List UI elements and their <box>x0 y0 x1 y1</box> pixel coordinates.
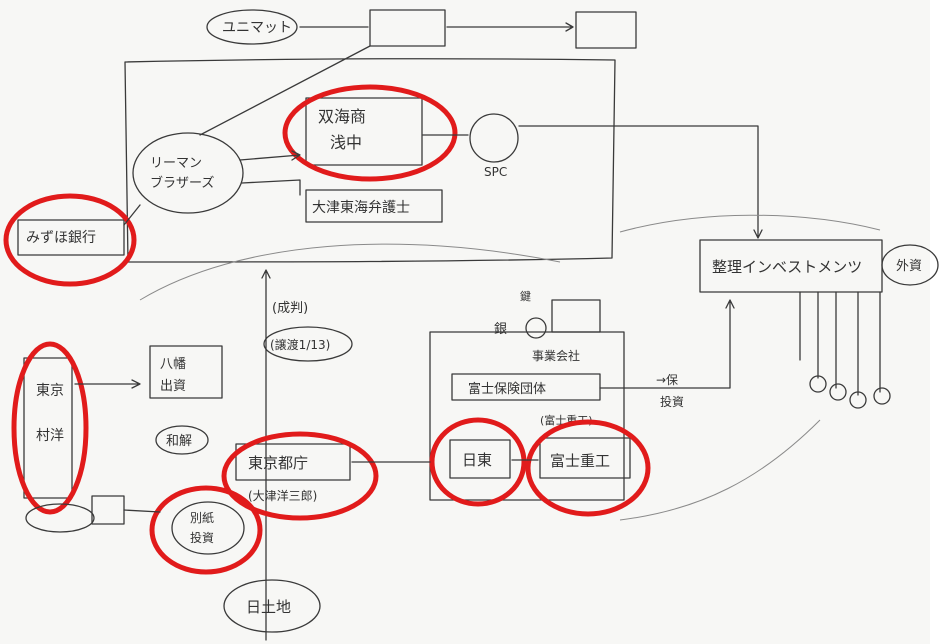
hang-lines <box>799 291 881 396</box>
hibiki-label: 日東 <box>462 451 492 469</box>
arrow-lehman-taiyo <box>241 179 301 196</box>
toho-highlight <box>221 431 379 521</box>
fuji-hoken-box <box>451 373 601 401</box>
daiseki-ellipse <box>171 501 245 555</box>
to-label-2: 投資 <box>660 394 684 409</box>
hang-circle-2 <box>829 383 847 401</box>
arrow-hoken-right <box>599 299 735 389</box>
toho-sub-label: (大津洋三郎) <box>248 488 317 503</box>
nichijo-label: 日土地 <box>246 598 291 616</box>
overseas-ellipse <box>881 244 939 286</box>
faint-curve-1 <box>139 243 561 301</box>
left-vertical-label-2: 村洋 <box>36 428 64 444</box>
fuji-label: 富士重工 <box>550 452 610 470</box>
toho-box <box>235 443 351 481</box>
lehman-label-1: リーマン <box>150 156 202 171</box>
nengou-label: 和解 <box>166 434 192 449</box>
gin-label: 銀 <box>494 322 507 337</box>
small-label: 鍵 <box>520 289 531 303</box>
arrow-left-center <box>74 379 141 389</box>
investment-box <box>699 239 883 293</box>
arrow-top-2 <box>446 22 574 32</box>
fuji-hoken-label: 富士保険団体 <box>468 381 546 397</box>
toho-label: 東京都庁 <box>248 454 308 472</box>
kotobuki-label: ユニマット <box>222 20 292 36</box>
center-small-label-2: 出資 <box>160 379 186 394</box>
top-frame <box>124 58 616 263</box>
daiseki-highlight <box>149 485 263 575</box>
mizuho-box <box>17 219 125 256</box>
mizuho-label: みずほ銀行 <box>26 230 96 246</box>
hibiki-box <box>449 439 511 479</box>
spine-line <box>261 269 271 641</box>
gin-box <box>551 299 601 333</box>
lehman-ellipse <box>132 132 244 214</box>
sojitz-label-1: 双海商 <box>318 107 366 126</box>
hibiki-highlight <box>429 417 527 507</box>
faint-curve-3 <box>619 419 821 521</box>
fuji-box <box>539 437 631 479</box>
sojitz-box <box>305 97 423 166</box>
mizuho-highlight <box>3 193 137 287</box>
top-box-center <box>369 9 446 47</box>
kotobuki-ellipse <box>206 9 298 45</box>
spc-label: SPC <box>484 165 507 179</box>
hang-circle-4 <box>873 387 891 405</box>
kaisha-label: 事業会社 <box>532 348 580 363</box>
hang-circle-1 <box>809 375 827 393</box>
nichijo-ellipse <box>223 579 321 633</box>
arrow-mizuho-lehman <box>123 204 141 226</box>
daiseki-label-1: 別紙 <box>190 510 214 525</box>
sojitz-label-2: 浅中 <box>330 133 362 152</box>
nengou-ellipse <box>155 425 209 455</box>
page-edge <box>930 0 948 644</box>
jouto-label: (譲渡1/13) <box>270 337 330 352</box>
top-box-right <box>575 11 637 49</box>
to-label-1: →保 <box>656 373 678 387</box>
small-bottom-box <box>91 495 125 525</box>
senkyo-label: (成判) <box>272 301 308 316</box>
lehman-label-2: ブラザーズ <box>150 175 214 191</box>
gin-circle <box>525 317 547 339</box>
fuji-highlight <box>525 419 651 517</box>
spc-circle <box>469 113 519 163</box>
jouto-ellipse <box>263 326 353 362</box>
investment-label: 整理インベストメンツ <box>712 258 862 276</box>
hang-circle-3 <box>849 391 867 409</box>
center-small-box <box>149 345 223 399</box>
arrow-spc-right <box>518 125 763 239</box>
arrow-to-top-box <box>199 45 371 136</box>
left-vertical-label-1: 東京 <box>36 383 64 399</box>
overseas-label: 外資 <box>896 259 922 274</box>
arrow-lehman-sojitz <box>239 150 301 161</box>
faint-curve-2 <box>619 214 881 233</box>
daiseki-label-2: 投資 <box>190 530 214 545</box>
taiyo-label: 大津東海弁護士 <box>312 200 410 216</box>
small-bottom-ellipse <box>25 503 95 533</box>
left-vertical-highlight <box>11 341 89 515</box>
arrow-small-daiseki <box>123 509 161 513</box>
taiyo-box <box>305 189 443 223</box>
sojitz-highlight <box>282 84 458 182</box>
center-small-label-1: 八幡 <box>160 357 186 372</box>
